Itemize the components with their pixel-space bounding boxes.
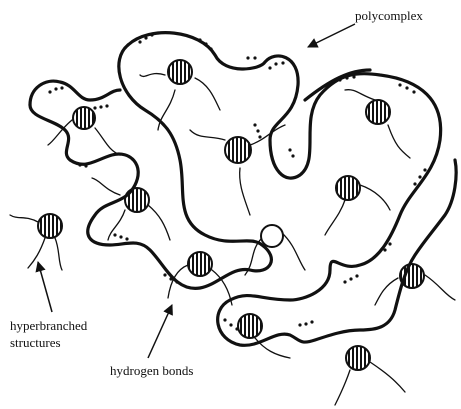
striped-ball-icon	[38, 214, 62, 238]
striped-ball-icon	[366, 100, 390, 124]
polymer-chains	[30, 33, 456, 346]
label-structures: structures	[10, 335, 61, 350]
label-hydrogen-bonds: hydrogen bonds	[110, 363, 193, 378]
striped-ball-icon	[336, 176, 360, 200]
open-ball-icon	[261, 225, 283, 247]
arrow-icon	[148, 305, 172, 358]
polymer-chain-left-loop	[30, 81, 120, 105]
striped-ball-icon	[188, 252, 212, 276]
striped-ball-icon	[125, 188, 149, 212]
striped-ball-icon	[238, 314, 262, 338]
arrow-icon	[38, 262, 52, 312]
label-hyperbranched: hyperbranched	[10, 318, 88, 333]
striped-ball-icon	[225, 137, 251, 163]
striped-ball-icon	[73, 107, 95, 129]
striped-ball-icon	[346, 346, 370, 370]
arrow-icon	[308, 24, 355, 47]
striped-ball-icon	[168, 60, 192, 84]
striped-ball-icon	[400, 264, 424, 288]
polymer-chain-inner	[30, 45, 271, 288]
label-polycomplex: polycomplex	[355, 8, 423, 23]
hydrogen-bond-dots	[48, 31, 426, 330]
